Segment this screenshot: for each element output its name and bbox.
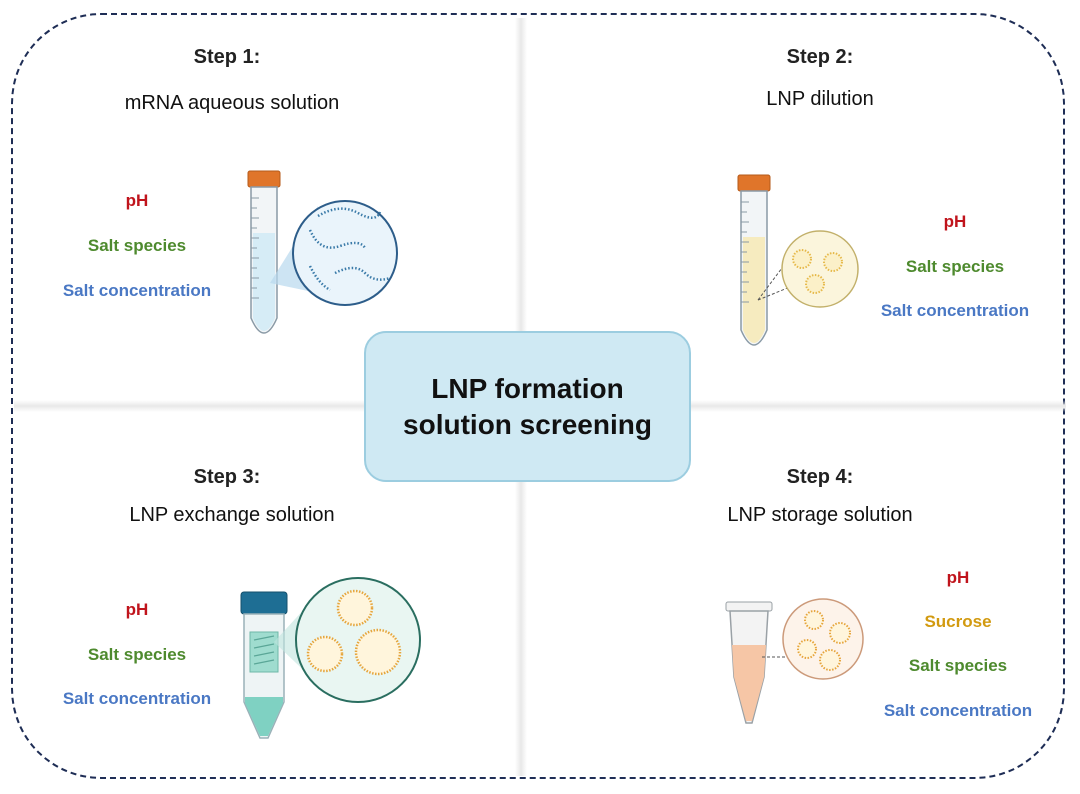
step4-title: Step 4:: [786, 466, 854, 488]
step2-title: Step 2:: [786, 46, 854, 68]
step3-title: Step 3:: [193, 466, 261, 488]
step3-subtitle: LNP exchange solution: [129, 504, 335, 526]
step1-factor-salt-concentration: Salt concentration: [62, 281, 212, 300]
center-box: LNP formation solution screening: [364, 331, 691, 482]
center-title-line1: LNP formation: [431, 372, 624, 404]
step3-factor-ph: pH: [125, 600, 149, 619]
step2-factor-ph: pH: [943, 212, 967, 231]
step2-factor-salt-concentration: Salt concentration: [880, 301, 1030, 320]
dashed-frame: [11, 13, 1065, 779]
step3-factor-salt-concentration: Salt concentration: [62, 689, 212, 708]
center-title-line2: solution screening: [403, 408, 652, 440]
step4-factor-sucrose: Sucrose: [924, 612, 992, 631]
step4-subtitle: LNP storage solution: [727, 504, 913, 526]
step2-subtitle: LNP dilution: [766, 88, 874, 110]
step3-tube-illustration: [240, 577, 421, 739]
step1-title: Step 1:: [193, 46, 261, 68]
step4-factor-salt-species: Salt species: [908, 656, 1008, 675]
step1-factor-ph: pH: [125, 191, 149, 210]
step3-factor-salt-species: Salt species: [87, 645, 187, 664]
step1-tube-illustration: [247, 170, 398, 334]
step4-factor-ph: pH: [946, 568, 970, 587]
step1-factor-salt-species: Salt species: [87, 236, 187, 255]
step2-factor-salt-species: Salt species: [905, 257, 1005, 276]
step4-factor-salt-concentration: Salt concentration: [883, 701, 1033, 720]
step2-tube-illustration: [737, 174, 859, 346]
step1-subtitle: mRNA aqueous solution: [124, 92, 340, 114]
step4-tube-illustration: [725, 598, 864, 724]
